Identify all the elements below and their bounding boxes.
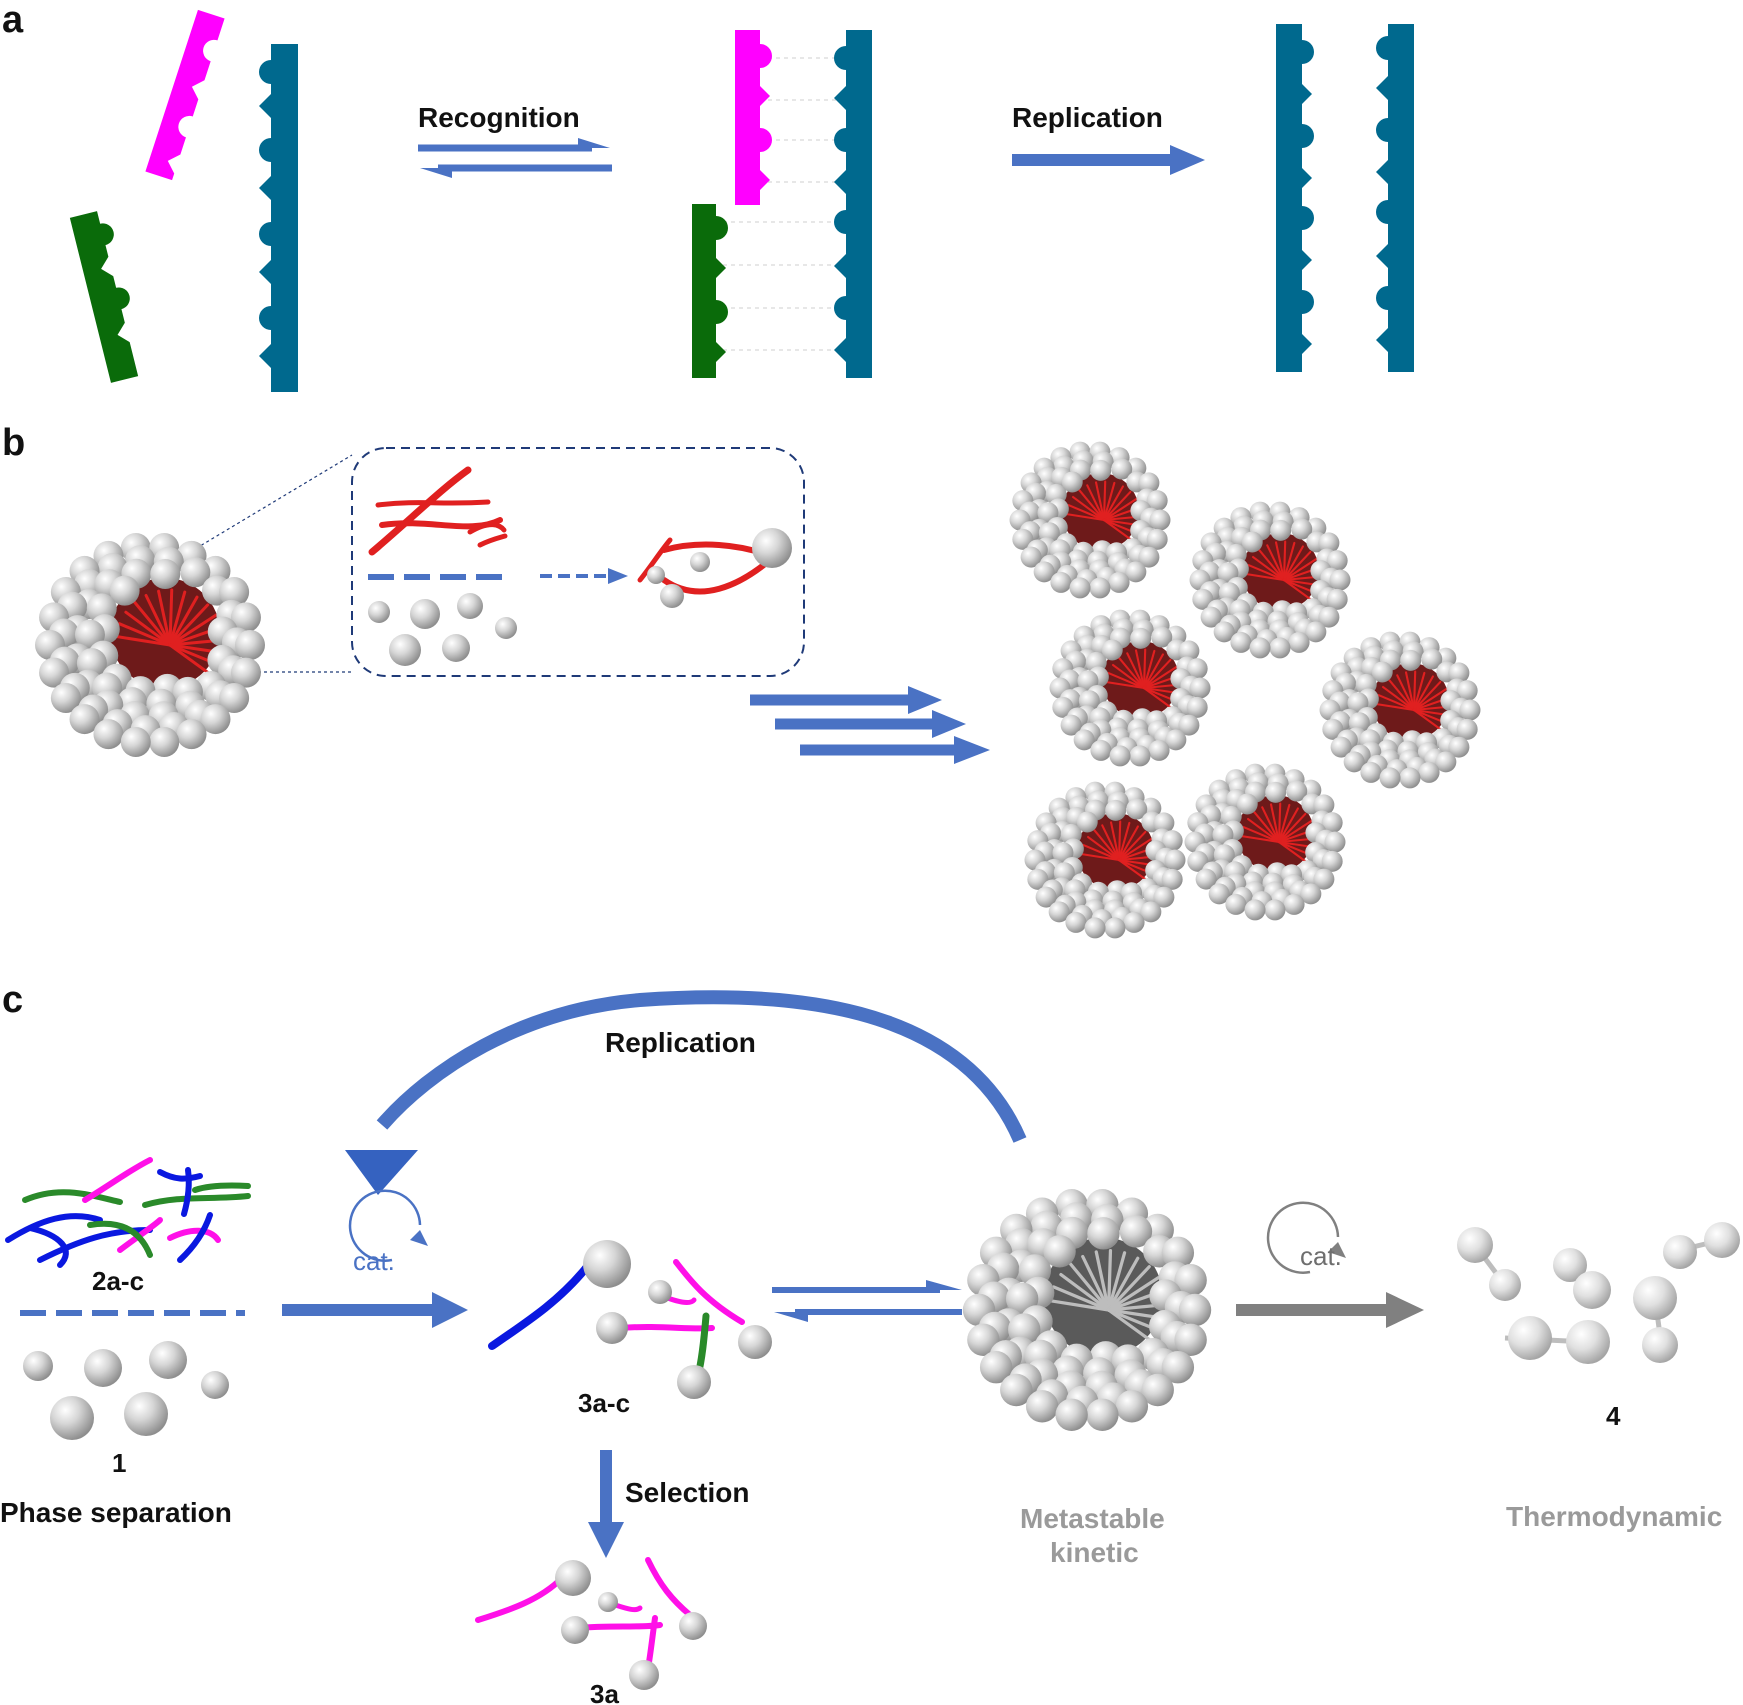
catalyst-cycle-icon-left: cat. <box>348 1189 428 1276</box>
label-3ac: 3a-c <box>578 1388 630 1418</box>
micelle-b-4 <box>1319 631 1481 789</box>
product-4 <box>1457 1222 1740 1364</box>
spheres-1 <box>23 1341 229 1440</box>
micelle-b-5 <box>1024 781 1186 939</box>
replication-arrow-a <box>1012 145 1205 175</box>
label-4: 4 <box>1606 1401 1621 1431</box>
selection-arrow <box>588 1450 624 1558</box>
bound-complex <box>692 30 872 378</box>
replication-label-a: Replication <box>1012 102 1163 133</box>
metastable-micelle <box>962 1189 1212 1431</box>
metastable-label-line1: Metastable <box>1020 1503 1165 1534</box>
zoom-spheres <box>368 593 517 666</box>
micelle-b-3 <box>1049 609 1211 767</box>
micelle-b-2 <box>1189 501 1351 659</box>
zoom-red-strands <box>368 466 508 556</box>
equilibrium-arrow-recognition <box>418 138 612 178</box>
micelle-group-b <box>35 441 1481 939</box>
magenta-strand-free <box>145 9 225 181</box>
zoom-product <box>637 528 792 608</box>
replication-label-c: Replication <box>605 1027 756 1058</box>
recognition-label: Recognition <box>418 102 580 133</box>
forward-arrow-c <box>282 1292 468 1328</box>
panel-a: a Recognition <box>2 0 1414 392</box>
label-3a: 3a <box>590 1679 619 1705</box>
equilibrium-arrow-c <box>772 1280 962 1322</box>
label-2ac: 2a-c <box>92 1266 144 1296</box>
products-3a <box>475 1557 707 1690</box>
green-strand-free <box>69 211 139 383</box>
template-strand-a1 <box>259 44 298 392</box>
metastable-label-line2: kinetic <box>1050 1537 1139 1568</box>
replication-arc-arrow <box>345 990 1027 1195</box>
phase-separation-label: Phase separation <box>0 1497 232 1528</box>
template-strand-product-right <box>1376 24 1414 372</box>
multiply-arrows <box>750 686 990 764</box>
panel-b: b <box>2 422 1481 939</box>
magenta-strand-bound <box>735 30 772 205</box>
panel-letter-b: b <box>2 422 25 464</box>
panel-letter-a: a <box>2 0 24 41</box>
catalyst-cycle-icon-right: cat. <box>1266 1201 1346 1274</box>
micelle-b-6 <box>1184 763 1346 921</box>
micelle-b-1 <box>1009 441 1171 599</box>
panel-letter-c: c <box>2 979 23 1021</box>
selection-label: Selection <box>625 1477 749 1508</box>
thermodynamic-label: Thermodynamic <box>1506 1501 1722 1532</box>
cat-label-right: cat. <box>1300 1241 1342 1271</box>
green-strand-bound <box>692 204 728 378</box>
template-strand-product-left <box>1276 24 1314 372</box>
products-3ac <box>488 1240 772 1399</box>
template-strand-bound <box>834 30 872 378</box>
label-1: 1 <box>112 1448 126 1478</box>
panel-c: c Replication 2a-c <box>0 979 1740 1705</box>
mixed-strands-2ac <box>5 1157 251 1268</box>
zoom-arrow <box>540 568 628 584</box>
zoom-box <box>351 447 805 677</box>
grey-arrow-to-4 <box>1236 1292 1424 1328</box>
micelle-large-b <box>35 532 265 758</box>
micelle-c-grey <box>962 1189 1212 1431</box>
cat-label-left: cat. <box>353 1246 395 1276</box>
template-pair-product <box>1276 24 1414 372</box>
